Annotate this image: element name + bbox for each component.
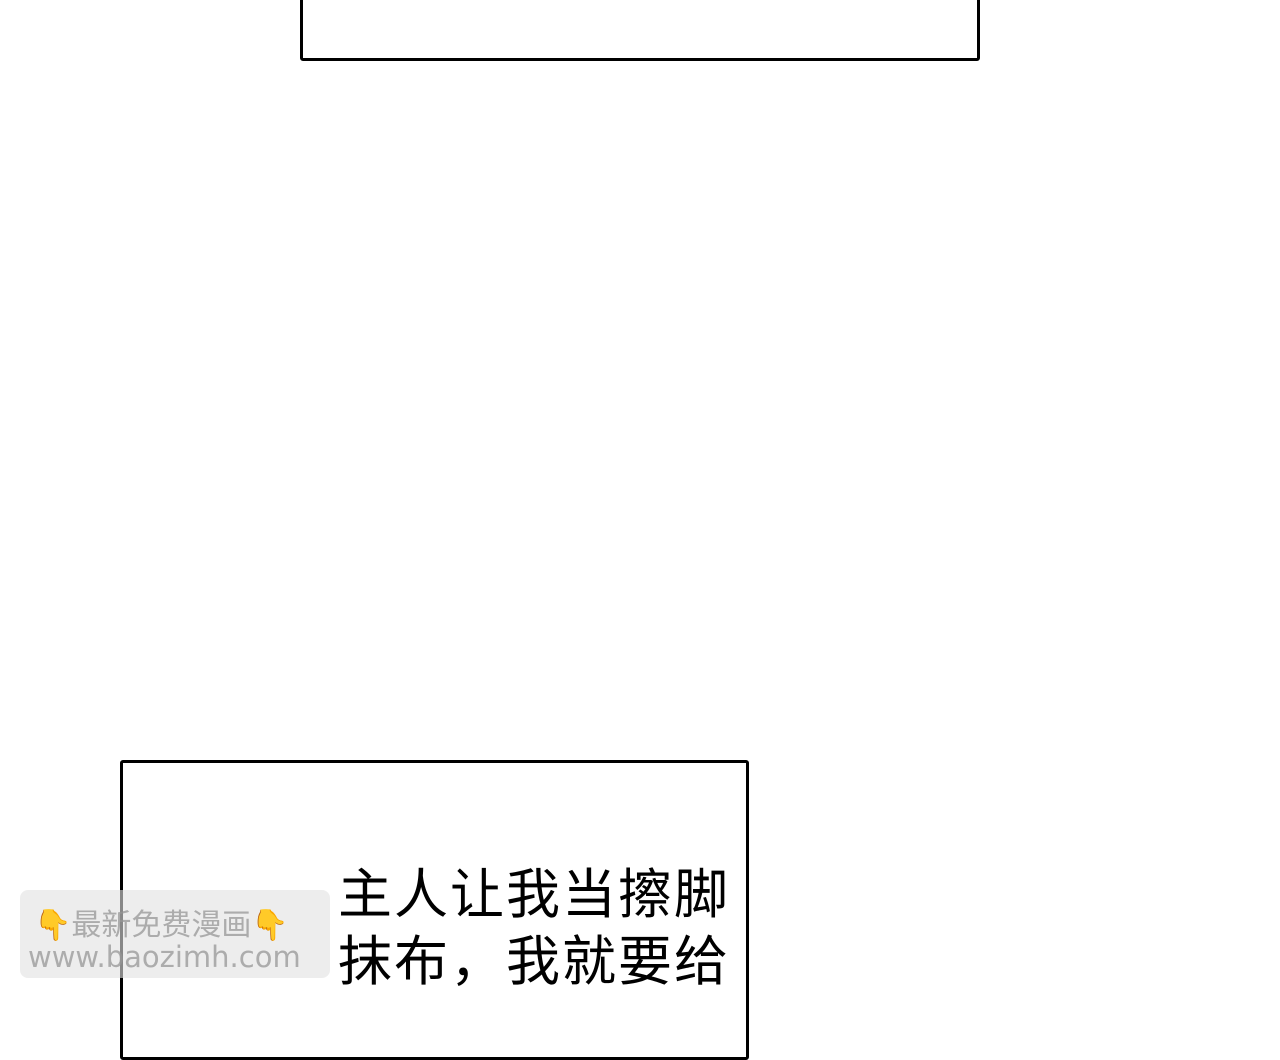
pointing-down-hand-icon: 👇 (34, 908, 72, 943)
speech-line-2: 抹布，我就要给 (338, 930, 730, 993)
speech-line-1: 主人让我当擦脚 (338, 863, 730, 926)
watermark-title-row: 👇最新免费漫画👇 (34, 900, 289, 944)
watermark-url[interactable]: www.baozimh.com (28, 940, 301, 974)
watermark[interactable]: 👇最新免费漫画👇 www.baozimh.com (20, 890, 330, 978)
watermark-title: 最新免费漫画 (71, 908, 252, 943)
pointing-down-hand-icon: 👇 (251, 908, 289, 943)
top-text-box (300, 0, 980, 61)
